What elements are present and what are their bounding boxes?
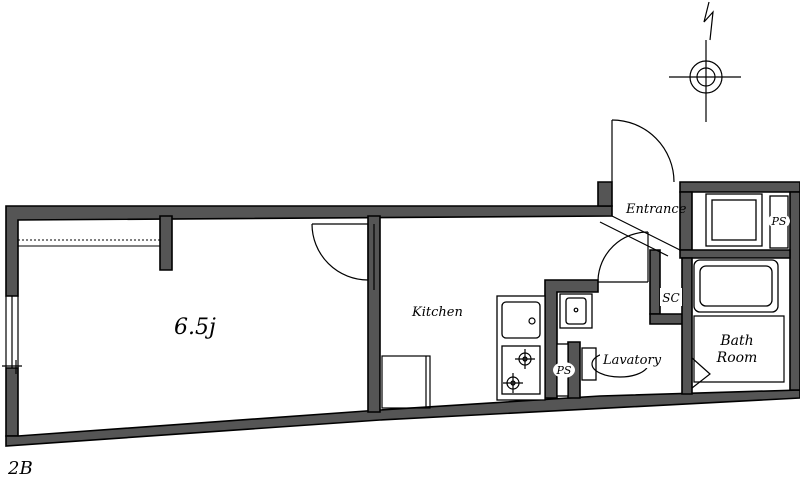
main-room-door (311, 223, 375, 290)
lavatory-badge: Lavatory (600, 350, 664, 368)
entrance-label: Entrance (625, 202, 687, 217)
unit-label: 2B (7, 458, 33, 479)
stove-icon (503, 349, 535, 393)
closet-rod (18, 239, 160, 247)
washbasin (559, 293, 593, 329)
kitchen-counter (496, 295, 546, 401)
left-window (2, 296, 22, 374)
ps-label-upper: PS (771, 215, 787, 228)
sc-badge: SC (660, 288, 682, 306)
bathtub (693, 259, 779, 313)
entrance-cabinet (705, 193, 763, 247)
main-room-label: 6.5j (174, 315, 216, 340)
entrance-door (611, 119, 675, 183)
ps-badge-upper: PS (768, 213, 790, 229)
ps-badge-lower: PS (553, 362, 575, 378)
interior-walls (159, 215, 791, 413)
lavatory-label: Lavatory (602, 353, 662, 368)
exterior-walls (5, 181, 800, 447)
lavatory-door (597, 231, 649, 283)
fridge-space (381, 355, 431, 409)
bath-label-line2: Room (716, 350, 758, 366)
sc-label: SC (662, 291, 679, 305)
ps-label-lower: PS (556, 364, 572, 377)
bath-label-line1: Bath (719, 333, 753, 349)
north-compass-icon (669, 1, 741, 122)
kitchen-label: Kitchen (411, 305, 463, 320)
bath-room-outline (691, 315, 785, 389)
entrance-step (599, 215, 681, 257)
